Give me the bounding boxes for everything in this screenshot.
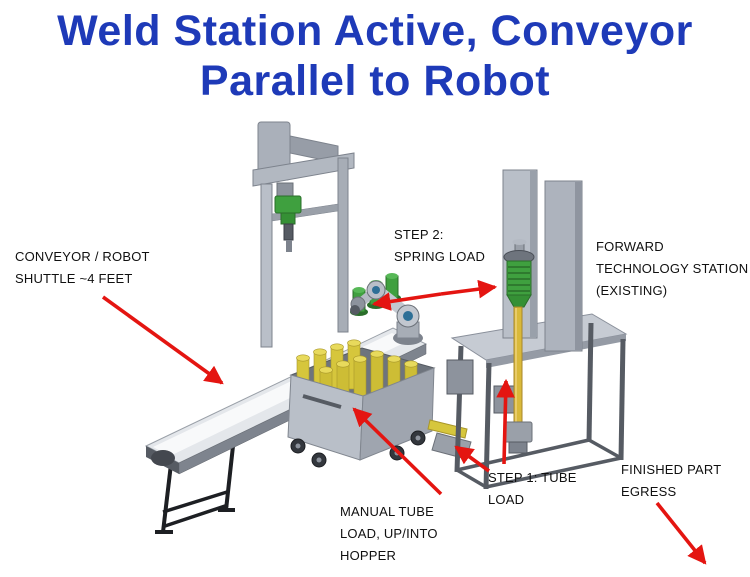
label-line: EGRESS bbox=[621, 484, 677, 499]
tube-hopper-cart bbox=[287, 339, 472, 468]
arrow-step2-to-robot bbox=[371, 292, 442, 311]
label-line: LOAD bbox=[488, 492, 525, 507]
robot-joint-cap bbox=[372, 286, 380, 294]
arrow-manual-tube-load bbox=[352, 407, 443, 496]
label-line: HOPPER bbox=[340, 548, 397, 563]
arrow-step2-to-spring bbox=[440, 279, 498, 299]
label-line: MANUAL TUBE bbox=[340, 504, 434, 519]
station-rod bbox=[513, 306, 523, 424]
arrow-step1-up bbox=[496, 378, 515, 465]
label-line: SPRING LOAD bbox=[394, 249, 486, 264]
station-box-left bbox=[446, 359, 474, 395]
label-step2-spring-load: STEP 2: SPRING LOAD bbox=[394, 224, 485, 268]
label-line: FINISHED PART bbox=[621, 462, 722, 477]
arrow-finished-part-egress bbox=[655, 501, 707, 565]
robot-wrist bbox=[350, 305, 360, 315]
hopper-handle bbox=[302, 394, 342, 409]
title-line-1: Weld Station Active, Conveyor bbox=[57, 7, 693, 55]
station-clamp-base bbox=[508, 441, 528, 454]
label-finished-part-egress: FINISHED PART EGRESS bbox=[621, 459, 721, 503]
label-step1-tube-load: STEP 1: TUBE LOAD bbox=[488, 467, 577, 511]
label-line: TECHNOLOGY STATION bbox=[596, 261, 749, 276]
gantry-front-post bbox=[260, 183, 273, 348]
spring-assembly bbox=[503, 239, 535, 308]
station-tower-left-shade bbox=[530, 171, 537, 337]
arrow-step1-to-tube bbox=[454, 445, 491, 473]
station-clamp bbox=[503, 421, 533, 443]
label-line: LOAD, UP/INTO bbox=[340, 526, 438, 541]
arrow-conveyor-shuttle bbox=[101, 295, 224, 385]
overhead-gripper bbox=[274, 182, 302, 252]
page-title: Weld Station Active, Conveyor Parallel t… bbox=[0, 6, 750, 106]
label-line: SHUTTLE ~4 FEET bbox=[15, 271, 133, 286]
label-manual-tube-load: MANUAL TUBE LOAD, UP/INTO HOPPER bbox=[340, 501, 438, 567]
title-line-2: Parallel to Robot bbox=[199, 57, 551, 105]
callout-arrows bbox=[101, 279, 707, 565]
label-forward-technology-station: FORWARD TECHNOLOGY STATION (EXISTING) bbox=[596, 236, 748, 302]
robot-joint-cap bbox=[403, 311, 413, 321]
label-conveyor-shuttle: CONVEYOR / ROBOT SHUTTLE ~4 FEET bbox=[15, 246, 150, 290]
label-line: CONVEYOR / ROBOT bbox=[15, 249, 150, 264]
conveyor-roller bbox=[151, 450, 175, 466]
gantry-frame bbox=[252, 121, 355, 348]
gantry-beam bbox=[252, 152, 355, 187]
station-tower-right-shade bbox=[575, 182, 582, 350]
label-line: STEP 1: TUBE bbox=[488, 470, 577, 485]
gantry-rear-post bbox=[337, 157, 349, 333]
conveyor-stand bbox=[155, 445, 235, 534]
label-line: FORWARD bbox=[596, 239, 664, 254]
label-line: (EXISTING) bbox=[596, 283, 668, 298]
forward-technology-station bbox=[446, 169, 628, 490]
label-line: STEP 2: bbox=[394, 227, 444, 242]
